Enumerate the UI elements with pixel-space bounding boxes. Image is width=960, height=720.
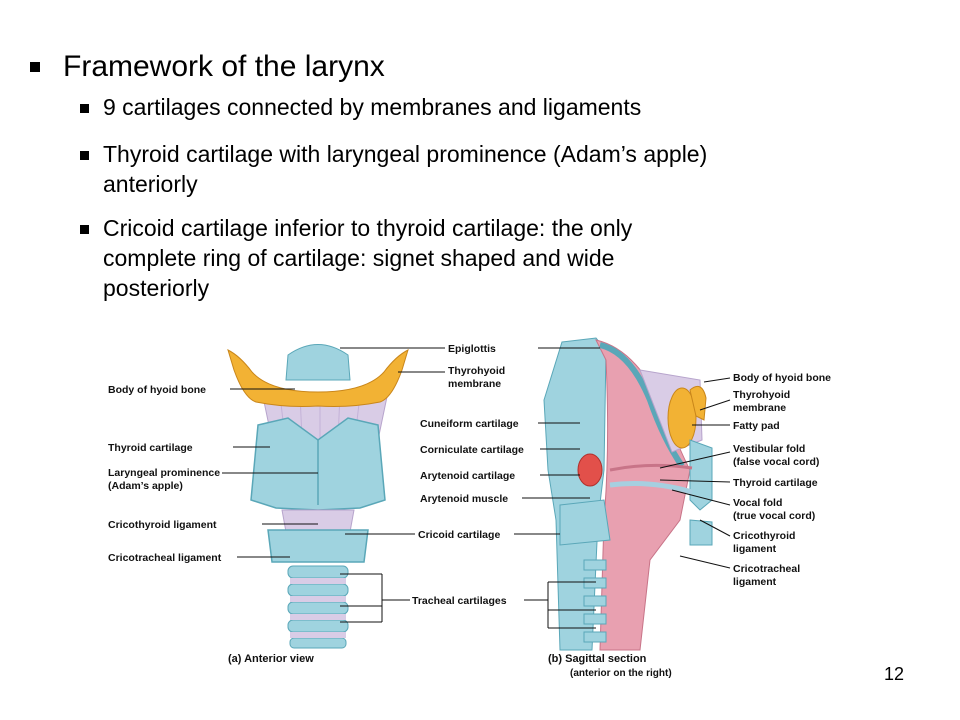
- caption-sagittal-sub: (anterior on the right): [570, 668, 672, 679]
- label-prominence-2: (Adam’s apple): [108, 480, 183, 492]
- label-vestibular-1: Vestibular fold: [733, 443, 805, 455]
- label-arytenoid-cartilage: Arytenoid cartilage: [420, 470, 515, 482]
- label-tracheal: Tracheal cartilages: [412, 595, 507, 607]
- bullet-item-3-cont: complete ring of cartilage: signet shape…: [103, 245, 615, 271]
- vocal-fold-shape: [609, 481, 693, 495]
- bullet-item-3: Cricoid cartilage inferior to thyroid ca…: [103, 215, 633, 241]
- label-body-hyoid-right: Body of hyoid bone: [733, 372, 831, 384]
- bullet-item-1: 9 cartilages connected by membranes and …: [103, 94, 642, 120]
- hyoid-sagittal-shape: [689, 385, 707, 421]
- bullet-square-icon: [80, 151, 89, 160]
- label-thyrohyoid-1: Thyrohyoid: [448, 365, 505, 377]
- label-epiglottis: Epiglottis: [448, 343, 496, 355]
- label-arytenoid-muscle: Arytenoid muscle: [420, 493, 508, 505]
- sagittal-view-illustration: [543, 337, 713, 651]
- label-thyrohyoid-right-1: Thyrohyoid: [733, 389, 790, 401]
- caption-anterior-view: (a) Anterior view: [228, 653, 314, 665]
- bullet-item-2: Thyroid cartilage with laryngeal promine…: [103, 141, 708, 167]
- arytenoid-muscle-shape: [577, 453, 603, 487]
- label-fatty-pad: Fatty pad: [733, 420, 780, 432]
- label-vocal-2: (true vocal cord): [733, 510, 815, 522]
- label-cricothyroid-left: Cricothyroid ligament: [108, 519, 217, 531]
- bullet-square-icon: [80, 104, 89, 113]
- label-cuneiform: Cuneiform cartilage: [420, 418, 519, 430]
- bullet-item-2-cont: anteriorly: [103, 171, 198, 197]
- hyoid-bone-shape: [227, 349, 409, 407]
- label-thyrohyoid-right-2: membrane: [733, 402, 786, 414]
- larynx-figure: Body of hyoid bone Thyroid cartilage Lar…: [108, 337, 831, 679]
- label-corniculate: Corniculate cartilage: [420, 444, 524, 456]
- label-thyrohyoid-2: membrane: [448, 378, 501, 390]
- label-thyroid-right: Thyroid cartilage: [733, 477, 818, 489]
- anterior-view-illustration: [227, 344, 409, 649]
- label-cricoid: Cricoid cartilage: [418, 529, 500, 541]
- cricoid-sagittal-shape: [559, 499, 611, 546]
- cricothyroid-ligament-shape: [281, 509, 355, 533]
- slide-title-bullet: Framework of the larynx: [63, 50, 385, 83]
- fatty-pad-shape: [667, 387, 697, 449]
- label-cricotracheal-left: Cricotracheal ligament: [108, 552, 222, 564]
- caption-sagittal-section: (b) Sagittal section: [548, 653, 647, 665]
- vestibular-fold-shape: [609, 463, 693, 472]
- label-body-hyoid-left: Body of hyoid bone: [108, 384, 206, 396]
- label-cricotracheal-right-2: ligament: [733, 576, 777, 588]
- label-thyroid-left: Thyroid cartilage: [108, 442, 193, 454]
- bullet-item-3-cont-2: posteriorly: [103, 275, 210, 301]
- page-number: 12: [884, 664, 905, 684]
- bullet-square-icon: [80, 225, 89, 234]
- label-vestibular-2: (false vocal cord): [733, 456, 819, 468]
- label-cricothyroid-right-1: Cricothyroid: [733, 530, 795, 542]
- bullet-square-icon: [30, 62, 40, 72]
- tracheal-rings: [287, 565, 349, 649]
- label-cricothyroid-right-2: ligament: [733, 543, 777, 555]
- label-cricotracheal-right-1: Cricotracheal: [733, 563, 800, 575]
- epiglottis-shape: [285, 344, 351, 381]
- label-vocal-1: Vocal fold: [733, 497, 782, 509]
- leader-lines: [222, 347, 731, 629]
- label-prominence-1: Laryngeal prominence: [108, 467, 220, 479]
- cricoid-cartilage-shape: [267, 529, 369, 563]
